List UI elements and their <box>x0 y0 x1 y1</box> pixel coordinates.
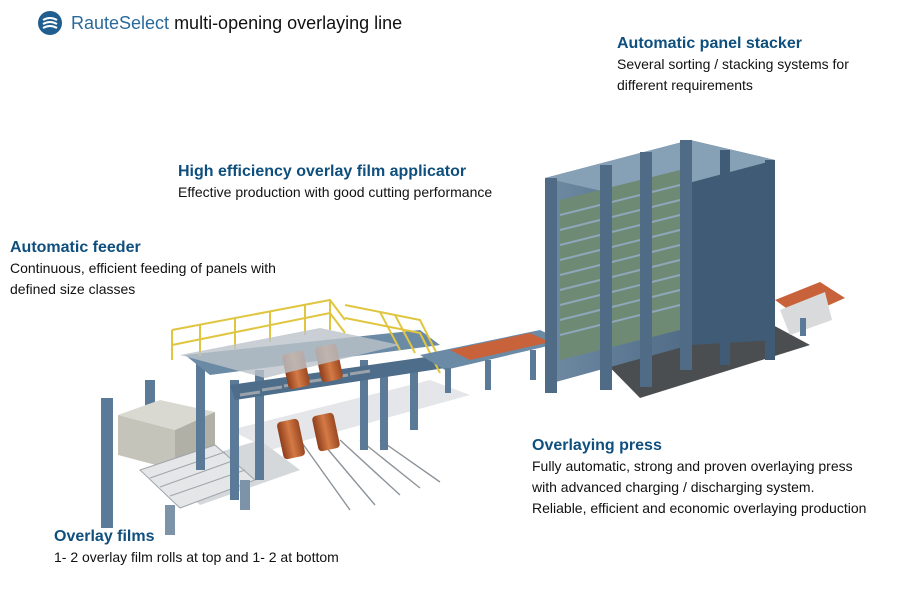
film-roll-bottom-1 <box>277 418 305 460</box>
applicator-platform <box>180 328 400 378</box>
film-rails <box>299 439 441 511</box>
callout-text-line: Several sorting / stacking systems for <box>617 56 849 72</box>
callout-overlaying-press: Overlaying press Fully automatic, strong… <box>532 436 866 519</box>
callout-text-line: Continuous, efficient feeding of panels … <box>10 260 276 276</box>
page-header: RauteSelect multi-opening overlaying lin… <box>37 9 402 37</box>
callout-panel-stacker: Automatic panel stacker Several sorting … <box>617 34 849 96</box>
film-roll-bottom-2 <box>312 412 340 452</box>
callout-title: Automatic feeder <box>10 239 141 256</box>
press-infeed-conveyor <box>420 330 565 393</box>
callout-overlay-films: Overlay films 1- 2 overlay film rolls at… <box>54 527 339 568</box>
callout-text-line: Effective production with good cutting p… <box>178 184 493 200</box>
page-title: multi-opening overlaying line <box>174 12 403 33</box>
callout-text-line: 1- 2 overlay film rolls at top and 1- 2 … <box>54 549 339 565</box>
callout-text-line: with advanced charging / discharging sys… <box>532 479 815 495</box>
callout-title: Overlay films <box>54 528 155 545</box>
callout-film-applicator: High efficiency overlay film applicator … <box>178 162 492 203</box>
brand-name: RauteSelect <box>71 12 170 33</box>
callout-text-line: Reliable, efficient and economic overlay… <box>532 500 867 516</box>
callout-title: Overlaying press <box>532 437 662 454</box>
callout-text-line: defined size classes <box>10 281 136 297</box>
panel-stacker-outfeed <box>775 282 845 336</box>
raute-logo-icon <box>38 11 62 35</box>
callout-text-line: different requirements <box>617 77 753 93</box>
automatic-feeder-machine <box>101 380 256 535</box>
callout-title: High efficiency overlay film applicator <box>178 163 467 180</box>
callout-text-line: Fully automatic, strong and proven overl… <box>532 458 853 474</box>
callout-title: Automatic panel stacker <box>617 35 802 52</box>
callout-automatic-feeder: Automatic feeder Continuous, efficient f… <box>10 238 276 300</box>
overlaying-press-tower <box>545 140 775 393</box>
